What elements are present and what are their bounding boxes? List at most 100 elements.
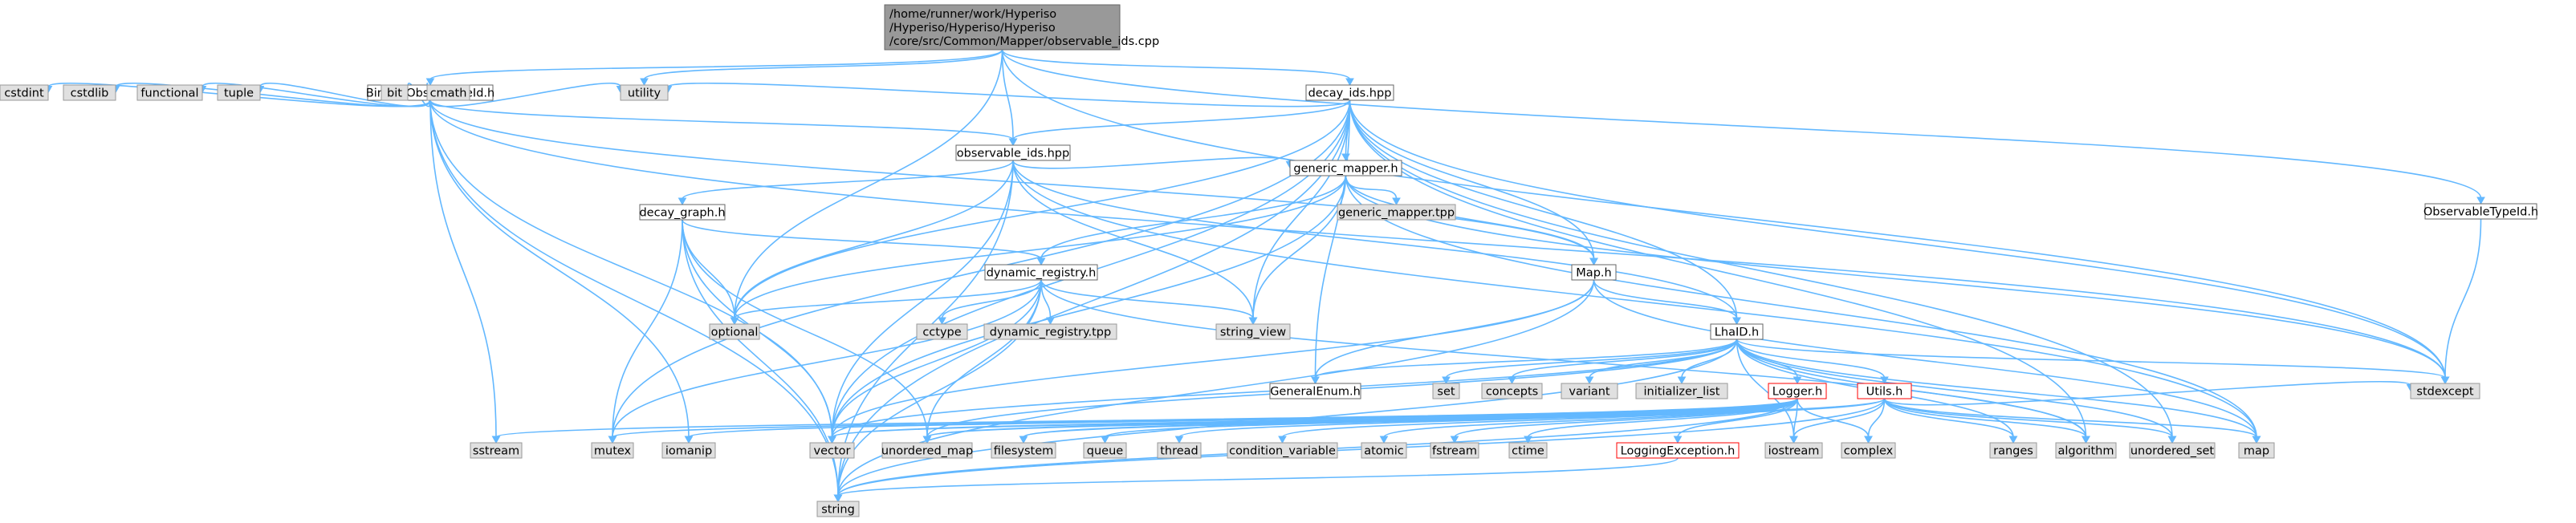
node-filesystem-box xyxy=(991,442,1056,459)
node-umap: unordered_map xyxy=(881,442,973,459)
edge-utils-to-iostream xyxy=(1793,398,1886,438)
node-queue: queue xyxy=(1083,442,1127,459)
arrowhead-generic_mapper-to-gm_tpp xyxy=(1392,197,1401,206)
edge-binned-to-tuple xyxy=(259,83,431,107)
node-decay_ids[interactable]: decay_ids.hpp xyxy=(1305,84,1394,101)
node-decay_graph-box xyxy=(639,204,726,221)
node-vector: vector xyxy=(809,442,855,459)
node-iomanip-label: iomanip xyxy=(665,445,712,458)
edge-utils-to-stdexcept xyxy=(1883,380,2411,406)
node-generic_mapper-label: generic_mapper.h xyxy=(1293,163,1398,176)
arrowhead-logger-to-iomanip xyxy=(684,436,694,444)
node-ranges-box xyxy=(1989,442,2037,459)
node-decay_graph[interactable]: decay_graph.h xyxy=(639,204,726,221)
node-thread: thread xyxy=(1157,442,1202,459)
edge-obs_type-to-stdexcept xyxy=(2444,218,2482,379)
edge-binned-to-iomanip xyxy=(429,99,690,438)
node-obs_ids[interactable]: observable_ids.hpp xyxy=(955,144,1071,161)
edge-root-to-obs_type xyxy=(1001,49,2482,199)
node-root: /home/runner/work/Hyperiso/Hyperiso/Hype… xyxy=(884,4,1159,51)
node-bit: bit xyxy=(380,84,409,101)
arrowhead-logger-to-sstream xyxy=(491,436,501,444)
node-obs_type[interactable]: ObservableTypeId.h xyxy=(2423,203,2538,220)
arrowhead-obs_ids-to-decay_graph xyxy=(678,197,687,206)
node-variant-box xyxy=(1561,383,1618,399)
node-string_view: string_view xyxy=(1215,323,1291,340)
edge-lhaid-to-map xyxy=(1736,339,2257,438)
node-cmath-label: cmath xyxy=(430,87,467,100)
node-uset-box xyxy=(2129,442,2216,459)
node-map-label: map xyxy=(2244,445,2269,458)
node-filesystem-label: filesystem xyxy=(994,445,1054,458)
edge-generic_mapper-to-vector xyxy=(831,175,1347,438)
node-logexc[interactable]: LoggingException.h xyxy=(1616,442,1740,459)
node-string_view-label: string_view xyxy=(1220,326,1286,339)
node-utils[interactable]: Utils.h xyxy=(1857,383,1912,399)
node-atomic-label: atomic xyxy=(1364,445,1404,458)
node-maph[interactable]: Map.h xyxy=(1571,264,1617,281)
arrowhead-utils-to-iostream xyxy=(1789,436,1798,444)
node-string-label: string xyxy=(821,504,855,517)
arrowhead-logexc-to-string xyxy=(833,494,843,503)
arrowhead-logger-to-fstream xyxy=(1450,436,1459,444)
edge-decay_ids-to-string xyxy=(837,99,1351,497)
node-concepts-label: concepts xyxy=(1486,386,1538,399)
node-logexc-box xyxy=(1616,442,1740,459)
root-title-line-2: /core/src/Common/Mapper/observable_ids.c… xyxy=(889,35,1159,48)
node-condvar-box xyxy=(1227,442,1338,459)
node-set: set xyxy=(1432,383,1460,399)
node-sstream-box xyxy=(470,442,523,459)
node-init_list: initializer_list xyxy=(1635,383,1728,399)
node-gm_tpp-box xyxy=(1337,204,1456,221)
edge-generic_mapper-to-stdexcept xyxy=(1345,175,2446,379)
arrowhead-root-to-binned xyxy=(425,78,435,87)
node-bit-box xyxy=(380,84,409,101)
node-algorithm-label: algorithm xyxy=(2058,445,2114,458)
edge-lhaid-to-stdexcept xyxy=(1736,339,2446,379)
node-mutex: mutex xyxy=(591,442,634,459)
node-atomic: atomic xyxy=(1361,442,1407,459)
arrowhead-utils-to-vector xyxy=(828,436,836,444)
node-set-box xyxy=(1432,383,1460,399)
node-maph-label: Map.h xyxy=(1576,267,1611,280)
node-iostream-label: iostream xyxy=(1768,445,1820,458)
node-set-label: set xyxy=(1437,386,1455,399)
edge-dyn_reg-to-string xyxy=(837,279,1042,497)
edge-maph-to-string xyxy=(837,279,1595,497)
arrowhead-decay_ids-to-obs_ids xyxy=(1008,138,1018,147)
node-cmath-box xyxy=(426,84,470,101)
arrowhead-maph-to-lhaid xyxy=(1732,317,1741,326)
node-string_view-box xyxy=(1215,323,1291,340)
node-ranges: ranges xyxy=(1989,442,2037,459)
edge-binned-to-string xyxy=(429,99,839,497)
node-decay_ids-label: decay_ids.hpp xyxy=(1308,87,1392,100)
node-stdexcept-box xyxy=(2410,383,2480,399)
node-tuple: tuple xyxy=(217,84,261,101)
node-lhaid[interactable]: LhaID.h xyxy=(1710,323,1764,340)
arrowhead-utils-to-ranges xyxy=(2008,436,2018,444)
node-decay_ids-box xyxy=(1305,84,1394,101)
edge-lhaid-to-genum xyxy=(1314,339,1738,379)
node-cmath: cmath xyxy=(426,84,470,101)
node-iomanip: iomanip xyxy=(661,442,716,459)
arrowhead-lhaid-to-set xyxy=(1442,376,1451,385)
node-algorithm: algorithm xyxy=(2055,442,2117,459)
edge-dyn_reg-to-vector xyxy=(831,279,1042,438)
node-condvar-label: condition_variable xyxy=(1229,445,1336,458)
node-dr_tpp: dynamic_registry.tpp xyxy=(983,323,1117,340)
node-maph-box xyxy=(1571,264,1617,281)
node-genum[interactable]: GeneralEnum.h xyxy=(1269,383,1361,399)
node-dyn_reg[interactable]: dynamic_registry.h xyxy=(984,264,1098,281)
node-logger[interactable]: Logger.h xyxy=(1768,383,1827,399)
node-concepts-box xyxy=(1481,383,1543,399)
node-ranges-label: ranges xyxy=(1993,445,2033,458)
arrowhead-root-to-decay_ids xyxy=(1345,78,1354,87)
node-cctype-box xyxy=(916,323,968,340)
edge-root-to-obs_ids xyxy=(1001,49,1014,140)
node-thread-label: thread xyxy=(1160,445,1198,458)
arrowhead-logger-to-mutex xyxy=(608,436,617,444)
node-generic_mapper[interactable]: generic_mapper.h xyxy=(1289,160,1402,176)
node-iomanip-box xyxy=(661,442,716,459)
edge-maph-to-vector xyxy=(831,279,1595,438)
